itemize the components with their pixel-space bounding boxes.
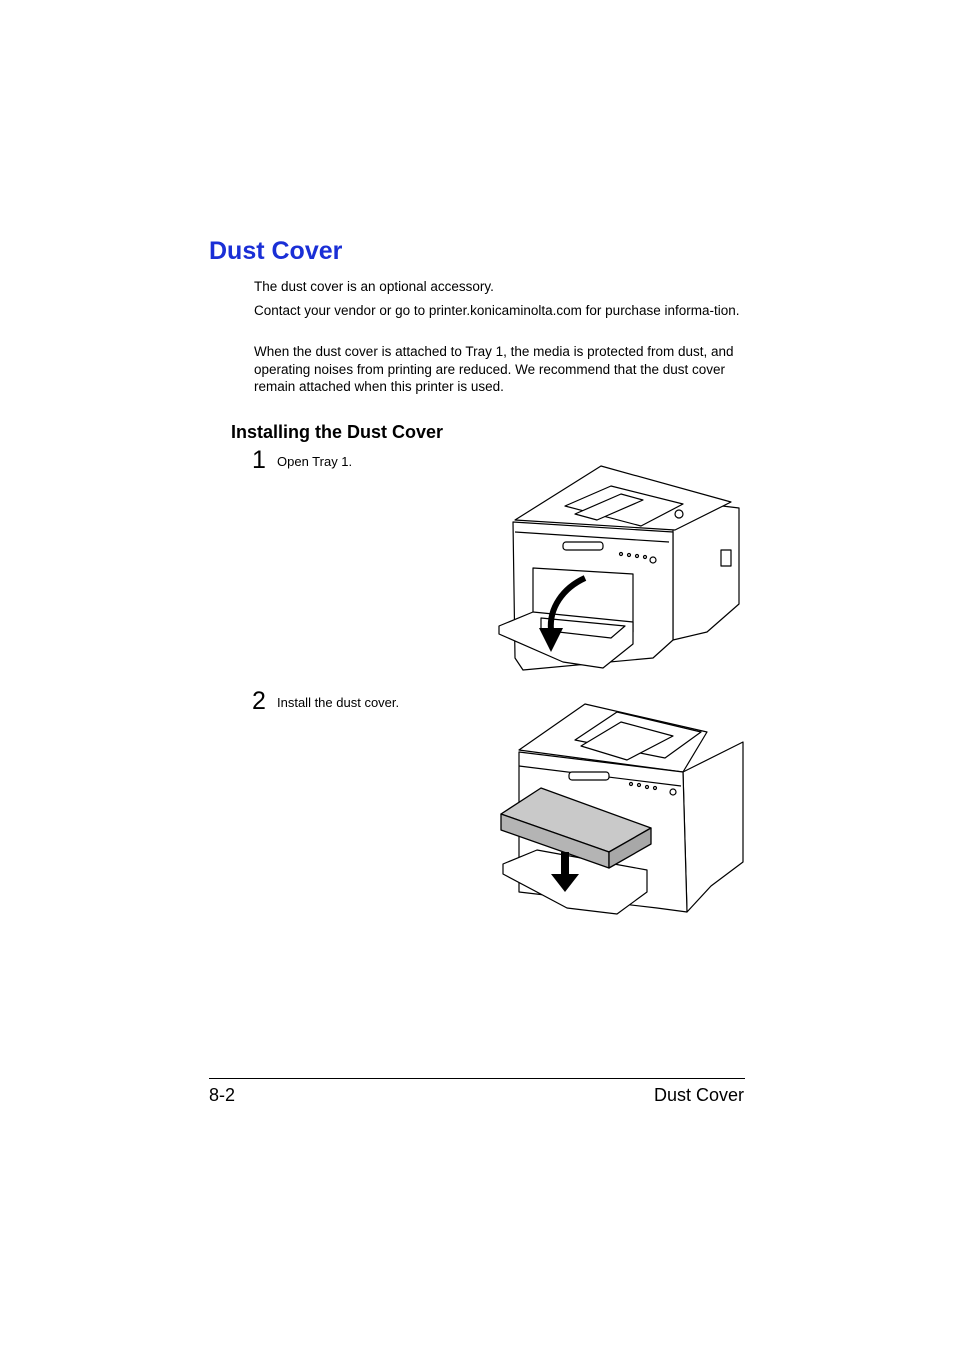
step-2-text: Install the dust cover. <box>277 695 400 710</box>
step-1-number: 1 <box>252 446 266 474</box>
step-2-number: 2 <box>252 687 266 715</box>
step-1-text: Open Tray 1. <box>277 454 353 469</box>
footer-section-title: Dust Cover <box>653 1085 744 1105</box>
intro-paragraph-2: Contact your vendor or go to printer.kon… <box>254 303 740 318</box>
intro-paragraph-3: When the dust cover is attached to Tray … <box>254 344 734 394</box>
printer-dust-cover-illustration <box>500 703 744 915</box>
section-heading: Installing the Dust Cover <box>231 422 444 442</box>
page-title: Dust Cover <box>209 237 343 265</box>
footer-page-number: 8-2 <box>209 1085 236 1105</box>
intro-paragraph-1: The dust cover is an optional accessory. <box>254 279 494 294</box>
footer-divider <box>209 1078 745 1079</box>
printer-open-tray-illustration <box>498 465 740 671</box>
